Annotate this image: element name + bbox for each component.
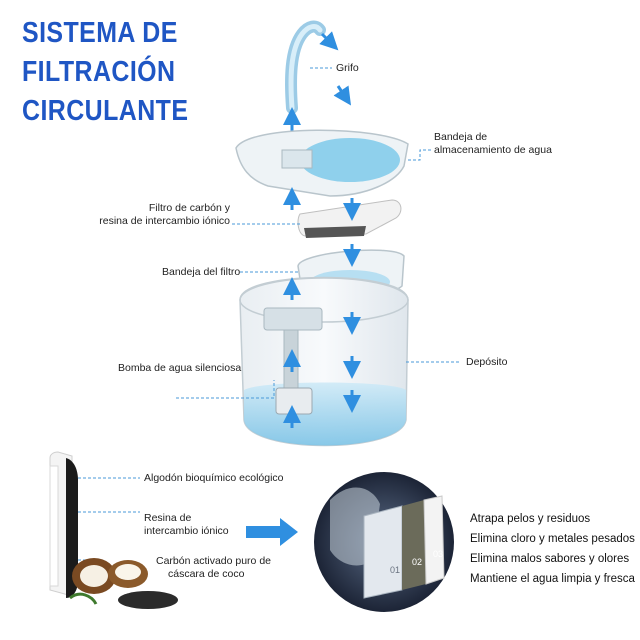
- zoom-label-02: 02: [412, 557, 423, 567]
- feature-item: Elimina malos sabores y olores: [470, 553, 630, 565]
- title-line-2: FILTRACIÓN: [22, 56, 176, 88]
- title: SISTEMA DE FILTRACIÓN CIRCULANTE: [22, 14, 188, 131]
- label-resin-1: Resina de: [144, 512, 192, 524]
- water-tank: [239, 276, 409, 447]
- label-filter-2: resina de intercambio iónico: [99, 215, 230, 227]
- feature-item: Atrapa pelos y residuos: [470, 513, 591, 525]
- zoom-label-03: 03: [433, 549, 444, 559]
- label-carbon-1: Carbón activado puro de: [156, 555, 271, 567]
- flow-arrows: [283, 187, 361, 428]
- storage-tray: [235, 129, 409, 197]
- label-pump: Bomba de agua silenciosa: [118, 362, 242, 374]
- label-tank: Depósito: [466, 356, 508, 368]
- label-filter-1: Filtro de carbón y: [148, 202, 230, 214]
- label-carbon-2: cáscara de coco: [168, 568, 245, 580]
- coconut-carbon-illustration: [69, 558, 178, 609]
- filter-cross-section: [49, 451, 78, 598]
- label-resin-2: intercambio iónico: [144, 525, 229, 537]
- label-storage-tray-1: Bandeja de: [434, 131, 488, 143]
- faucet-arrows: [283, 31, 351, 132]
- zoom-label-01: 01: [390, 565, 401, 575]
- faucet: [285, 20, 326, 114]
- zoom-circle: [314, 472, 454, 612]
- carbon-filter: [297, 199, 402, 238]
- title-line-1: SISTEMA DE: [22, 17, 178, 49]
- label-cotton: Algodón bioquímico ecológico: [144, 472, 284, 484]
- label-faucet: Grifo: [336, 62, 359, 74]
- title-line-3: CIRCULANTE: [22, 95, 189, 127]
- label-filter-tray: Bandeja del filtro: [162, 266, 241, 278]
- big-arrow-icon: [246, 518, 298, 546]
- label-storage-tray-2: almacenamiento de agua: [434, 144, 552, 156]
- feature-item: Mantiene el agua limpia y fresca: [470, 573, 635, 585]
- feature-item: Elimina cloro y metales pesados: [470, 533, 635, 545]
